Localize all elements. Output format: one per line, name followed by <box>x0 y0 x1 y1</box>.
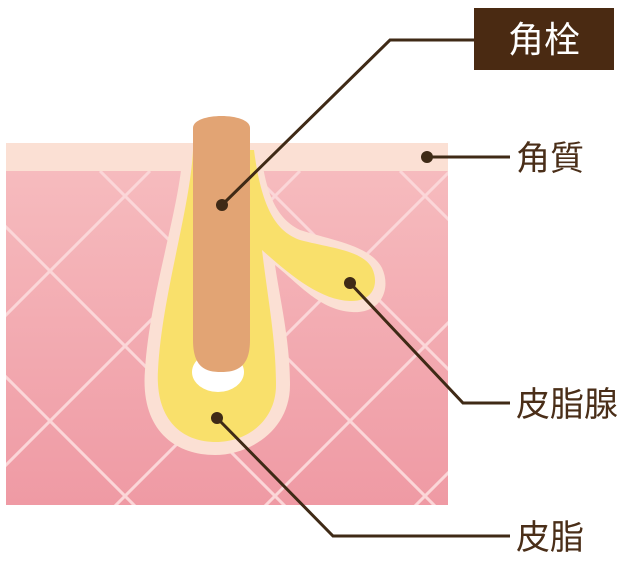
corneum-pointer-dot <box>421 151 433 163</box>
plug-pointer-dot <box>216 199 228 211</box>
gland-pointer-dot <box>344 277 356 289</box>
gland-pointer <box>348 281 510 405</box>
sebum-label: 皮脂 <box>516 518 584 558</box>
sebum-pointer-dot <box>211 412 223 424</box>
keratin-plug <box>193 116 250 372</box>
plug-title-box <box>474 8 614 70</box>
skin-layer <box>6 143 448 505</box>
plug-title-label: 角栓 <box>508 20 580 61</box>
sebum-pointer <box>215 416 510 538</box>
gland-label: 皮脂腺 <box>516 385 618 425</box>
corneum-label: 角質 <box>516 139 584 179</box>
plug-pointer <box>220 38 474 207</box>
